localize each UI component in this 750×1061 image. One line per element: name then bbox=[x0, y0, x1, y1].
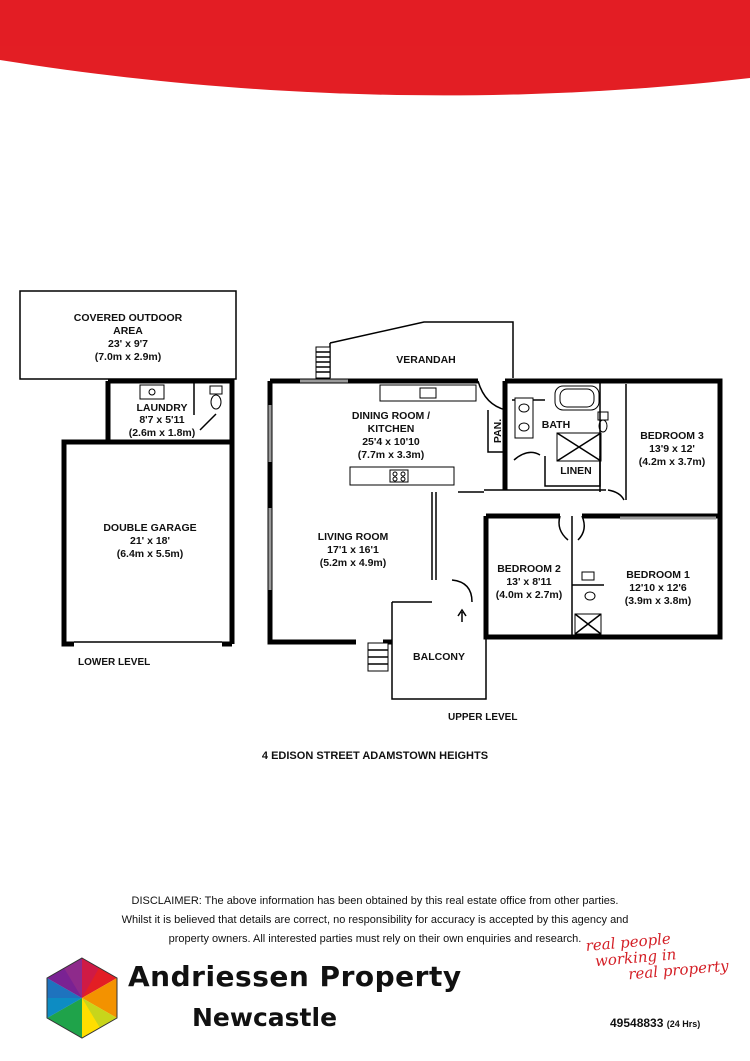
dining-name-2: KITCHEN bbox=[368, 423, 415, 435]
bedroom3-name: BEDROOM 3 bbox=[640, 430, 704, 442]
disclaimer: DISCLAIMER: The above information has be… bbox=[70, 892, 680, 949]
bedroom3-imperial: 13'9 x 12' bbox=[649, 443, 695, 455]
living-imperial: 17'1 x 16'1 bbox=[327, 544, 379, 556]
bath-name: BATH bbox=[542, 419, 570, 431]
garage-metric: (6.4m x 5.5m) bbox=[117, 548, 184, 560]
garage-name: DOUBLE GARAGE bbox=[103, 522, 196, 534]
dining-name-1: DINING ROOM / bbox=[352, 410, 430, 422]
multicolour-hexagon-logo-icon bbox=[46, 957, 118, 1039]
basin-icon bbox=[518, 403, 530, 413]
laundry-metric: (2.6m x 1.8m) bbox=[129, 427, 196, 439]
brand-name: Andriessen Property bbox=[128, 960, 462, 993]
phone-number: 49548833 (24 Hrs) bbox=[610, 1016, 700, 1030]
lower-level-label: LOWER LEVEL bbox=[78, 657, 150, 668]
entry-arrow-icon bbox=[457, 608, 467, 622]
bedroom3-metric: (4.2m x 3.7m) bbox=[639, 456, 706, 468]
balcony-name: BALCONY bbox=[413, 651, 465, 663]
covered-outdoor-imperial: 23' x 9'7 bbox=[108, 338, 148, 350]
laundry-name: LAUNDRY bbox=[137, 402, 188, 414]
toilet-icon bbox=[209, 385, 223, 395]
covered-outdoor-name-1: COVERED OUTDOOR bbox=[74, 312, 183, 324]
disclaimer-line: DISCLAIMER: The above information has be… bbox=[131, 895, 619, 907]
property-address: 4 EDISON STREET ADAMSTOWN HEIGHTS bbox=[261, 750, 489, 762]
bedroom1-metric: (3.9m x 3.8m) bbox=[625, 595, 692, 607]
living-metric: (5.2m x 4.9m) bbox=[320, 557, 387, 569]
phone-digits: 49548833 bbox=[610, 1016, 664, 1030]
covered-outdoor-name-2: AREA bbox=[113, 325, 143, 337]
bedroom1-imperial: 12'10 x 12'6 bbox=[629, 582, 687, 594]
disclaimer-line: property owners. All interested parties … bbox=[168, 933, 582, 945]
verandah-name: VERANDAH bbox=[396, 354, 456, 366]
floor-plan: COVERED OUTDOOR AREA 23' x 9'7 (7.0m x 2… bbox=[19, 290, 723, 723]
dining-metric: (7.7m x 3.3m) bbox=[358, 449, 425, 461]
bedroom2-imperial: 13' x 8'11 bbox=[506, 576, 551, 588]
covered-outdoor-metric: (7.0m x 2.9m) bbox=[95, 351, 162, 363]
brand-city: Newcastle bbox=[192, 1003, 338, 1032]
laundry-imperial: 8'7 x 5'11 bbox=[139, 414, 184, 426]
linen-name: LINEN bbox=[560, 465, 592, 477]
sink-icon bbox=[419, 387, 437, 399]
bedroom2-metric: (4.0m x 2.7m) bbox=[496, 589, 563, 601]
header-band bbox=[0, 0, 750, 96]
living-name: LIVING ROOM bbox=[318, 531, 389, 543]
bedroom1-name: BEDROOM 1 bbox=[626, 569, 690, 581]
phone-note: (24 Hrs) bbox=[666, 1019, 701, 1029]
disclaimer-line: Whilst it is believed that details are c… bbox=[121, 914, 629, 926]
pantry-name: PAN. bbox=[492, 419, 504, 443]
garage-imperial: 21' x 18' bbox=[130, 535, 170, 547]
upper-level-label: UPPER LEVEL bbox=[448, 712, 517, 723]
tagline: real people working in real property bbox=[585, 926, 729, 986]
bedroom2-name: BEDROOM 2 bbox=[497, 563, 561, 575]
dining-imperial: 25'4 x 10'10 bbox=[362, 436, 420, 448]
cooktop-icon bbox=[389, 469, 409, 483]
